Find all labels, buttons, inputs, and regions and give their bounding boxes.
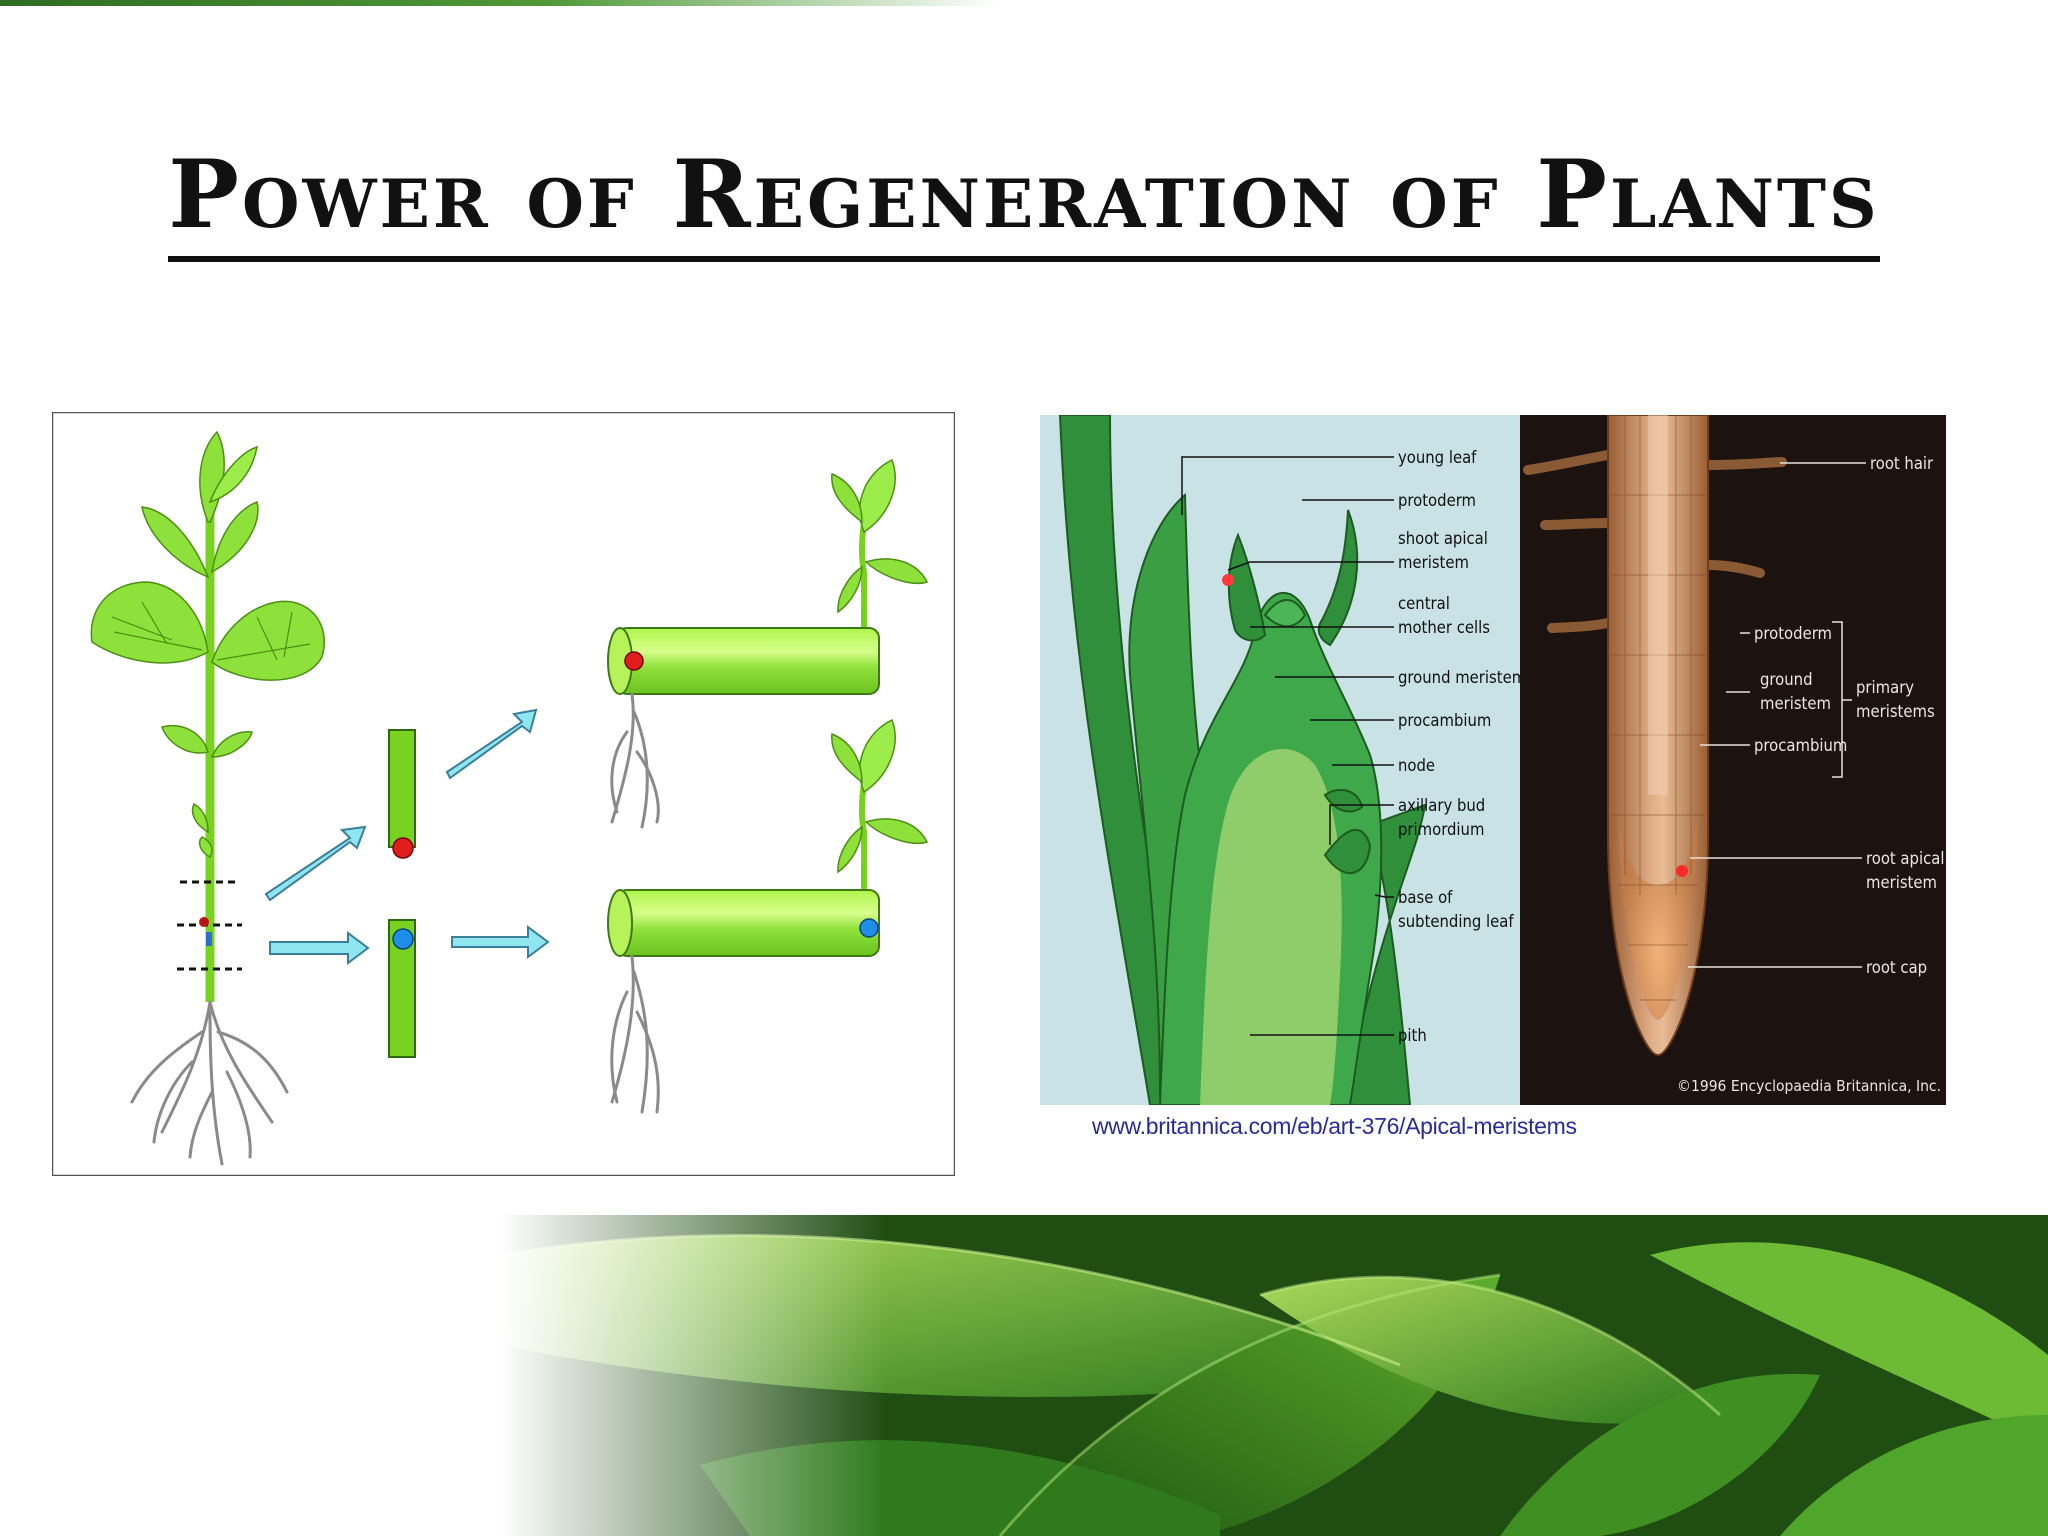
- leaf-banner-image: [500, 1215, 2048, 1536]
- regenerated-cutting-top: [607, 458, 929, 829]
- label-central-1: central: [1398, 594, 1450, 613]
- label-young-leaf: young leaf: [1398, 448, 1477, 467]
- root-apex-diagram: root hair protoderm ground meristem proc…: [1520, 415, 1946, 1105]
- regeneration-illustration: [52, 412, 955, 1176]
- copyright-note: ©1996 Encyclopaedia Britannica, Inc.: [1677, 1077, 1941, 1095]
- label-base-1: base of: [1398, 888, 1453, 907]
- label-root-protoderm: protoderm: [1754, 624, 1832, 643]
- label-node: node: [1398, 756, 1435, 775]
- label-root-hair: root hair: [1870, 454, 1934, 473]
- label-shoot-apical-2: meristem: [1398, 553, 1469, 572]
- label-root-apical-1: root apical: [1866, 849, 1944, 868]
- cutting-red: [388, 729, 416, 848]
- label-primary-2: meristems: [1856, 702, 1935, 721]
- shoot-apex-diagram: young leaf protoderm shoot apical merist…: [1040, 415, 1526, 1105]
- regenerated-cutting-bottom: [607, 718, 929, 1114]
- label-root-cap: root cap: [1866, 958, 1927, 977]
- label-shoot-apical-1: shoot apical: [1398, 529, 1488, 548]
- label-root-apical-2: meristem: [1866, 873, 1937, 892]
- arrows: [264, 708, 550, 965]
- label-central-2: mother cells: [1398, 618, 1490, 637]
- label-ground-meristem: ground meristem: [1398, 668, 1526, 687]
- label-ground-2: meristem: [1760, 694, 1831, 713]
- label-primary-1: primary: [1856, 678, 1914, 697]
- label-axillary-2: primordium: [1398, 820, 1484, 839]
- slide-title: Power of Regeneration of Plants: [0, 140, 2048, 262]
- label-pith: pith: [1398, 1026, 1427, 1045]
- label-base-2: subtending leaf: [1398, 912, 1514, 931]
- red-dot: [392, 837, 414, 859]
- top-decorative-strip: [0, 0, 1000, 6]
- blue-dot: [392, 928, 414, 950]
- label-procambium: procambium: [1398, 711, 1491, 730]
- source-url: www.britannica.com/eb/art-376/Apical-mer…: [1092, 1113, 1577, 1139]
- label-root-procambium: procambium: [1754, 736, 1847, 755]
- label-axillary-1: axillary bud: [1398, 796, 1485, 815]
- label-ground-1: ground: [1760, 670, 1813, 689]
- whole-plant: [90, 430, 325, 1166]
- slide-title-text: Power of Regeneration of Plants: [168, 140, 1880, 262]
- label-protoderm: protoderm: [1398, 491, 1476, 510]
- regen-panel-frame: [52, 412, 955, 1176]
- apical-meristems-figure: young leaf protoderm shoot apical merist…: [1040, 415, 1946, 1105]
